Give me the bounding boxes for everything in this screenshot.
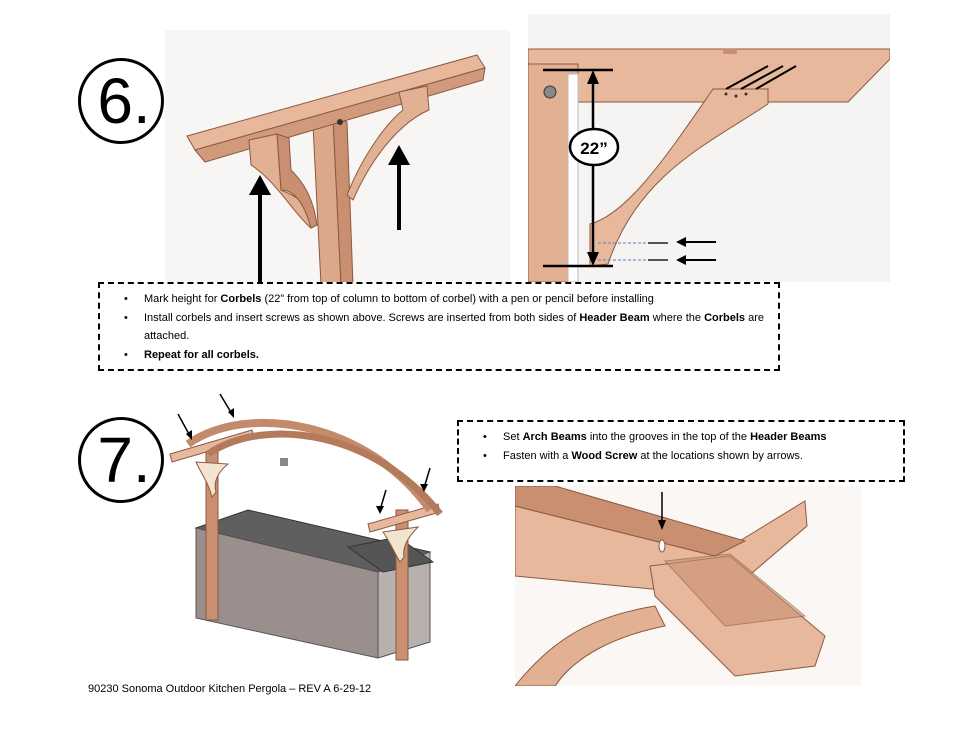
step-6-label: 6. bbox=[97, 65, 151, 137]
instruction-text: Mark height for bbox=[144, 293, 221, 305]
instruction-text: (22” from top of column to bottom of cor… bbox=[261, 293, 654, 305]
instruction-text: Set bbox=[503, 431, 523, 443]
bold-term: Header Beams bbox=[750, 431, 827, 443]
bold-term: Corbels bbox=[704, 311, 746, 324]
dimension-line bbox=[543, 68, 613, 268]
document-footer: 90230 Sonoma Outdoor Kitchen Pergola – R… bbox=[88, 683, 372, 695]
step-6-measurement-detail: 22” bbox=[528, 14, 890, 282]
left-arrow-icon bbox=[676, 237, 716, 265]
bold-term: Repeat for all corbels. bbox=[144, 348, 259, 361]
bold-term: Header Beam bbox=[579, 311, 650, 324]
instruction-bullet: Set Arch Beams into the grooves in the t… bbox=[483, 428, 903, 447]
down-arrow-icon bbox=[177, 393, 431, 514]
instruction-text: Fasten with a bbox=[503, 449, 572, 462]
corbel-detail bbox=[589, 88, 769, 267]
instruction-bullet: Install corbels and insert screws as sho… bbox=[124, 309, 778, 346]
bold-term: Corbels bbox=[220, 293, 262, 305]
instruction-text: into the grooves in the top of the bbox=[586, 431, 751, 443]
step-7-groove-detail bbox=[515, 486, 861, 686]
step-7-pergola-illustration bbox=[169, 393, 443, 661]
instruction-bullet: Fasten with a Wood Screw at the location… bbox=[483, 447, 903, 466]
right-corbel bbox=[346, 85, 430, 201]
instruction-text: where the bbox=[649, 311, 705, 324]
step-7-instructions: Set Arch Beams into the grooves in the t… bbox=[457, 420, 905, 482]
step-7-label: 7. bbox=[97, 424, 151, 496]
step-6-corbel-illustration bbox=[165, 30, 510, 285]
step-7-bullet-list: Set Arch Beams into the grooves in the t… bbox=[459, 428, 903, 465]
screw-arrow-icon bbox=[725, 65, 797, 90]
step-7-number: 7. bbox=[78, 417, 164, 503]
step-6-bullet-list: Mark height for Corbels (22” from top of… bbox=[100, 290, 778, 364]
down-arrow-icon bbox=[658, 492, 666, 530]
arch-beam bbox=[206, 430, 443, 517]
instruction-bullet: Mark height for Corbels (22” from top of… bbox=[124, 290, 778, 309]
measure-label: 22” bbox=[580, 139, 607, 158]
instruction-text: at the locations shown by arrows. bbox=[637, 449, 803, 462]
header-beam-detail bbox=[528, 48, 890, 103]
step-6-number: 6. bbox=[78, 58, 164, 144]
screw-icon bbox=[648, 242, 668, 261]
bold-term: Wood Screw bbox=[571, 449, 638, 462]
instruction-bullet: Repeat for all corbels. bbox=[124, 346, 778, 365]
up-arrow-icon bbox=[249, 175, 271, 285]
instruction-text: Install corbels and insert screws as sho… bbox=[144, 311, 580, 324]
step-6-instructions: Mark height for Corbels (22” from top of… bbox=[98, 282, 780, 371]
instruction-text: are attached. bbox=[144, 311, 764, 343]
bold-term: Arch Beams bbox=[522, 431, 587, 443]
up-arrow-icon bbox=[388, 145, 410, 230]
